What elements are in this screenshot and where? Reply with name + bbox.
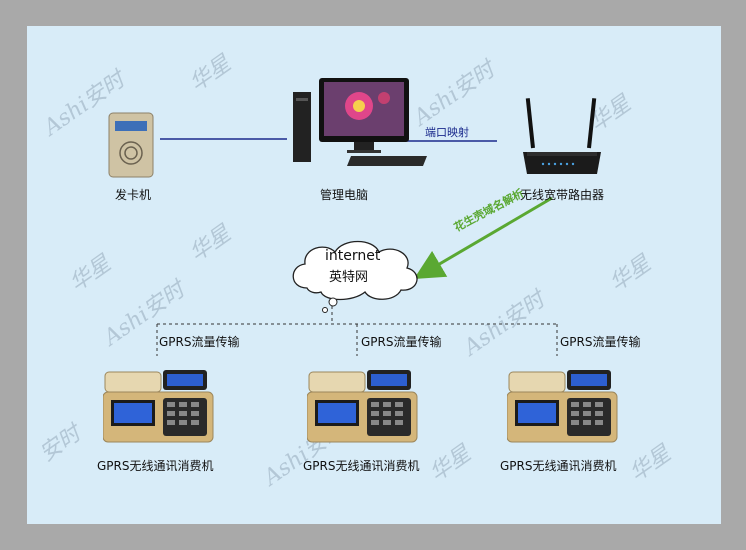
dns-arrow [413,196,553,280]
gprs-label-1: GPRS流量传输 [159,335,240,349]
internet-cloud [285,236,425,320]
card-issuer-device [105,111,157,183]
gprs-label-2: GPRS流量传输 [361,335,442,349]
gprs-terminal [102,368,215,450]
gprs-terminal [306,368,419,450]
router-label: 无线宽带路由器 [520,188,605,202]
gprs-label-3: GPRS流量传输 [560,335,641,349]
management-pc-label: 管理电脑 [320,188,369,202]
gprs-terminal [506,368,619,450]
port-mapping-label: 端口映射 [425,126,469,139]
management-pc-device [289,78,429,172]
connection-lines [156,138,558,356]
router-device [517,94,607,183]
terminal-label-1: GPRS无线通讯消费机 [97,459,214,473]
terminal-label-3: GPRS无线通讯消费机 [500,459,617,473]
card-issuer-label: 发卡机 [115,188,152,202]
diagram-canvas: Ashi安时 华星 Ashi安时 华星 华星 华星 Ashi安时 Ashi安时 … [27,26,721,524]
terminal-label-2: GPRS无线通讯消费机 [303,459,420,473]
cloud-text-cn: 英特网 [329,270,369,285]
cloud-text-internet: internet [325,248,381,264]
